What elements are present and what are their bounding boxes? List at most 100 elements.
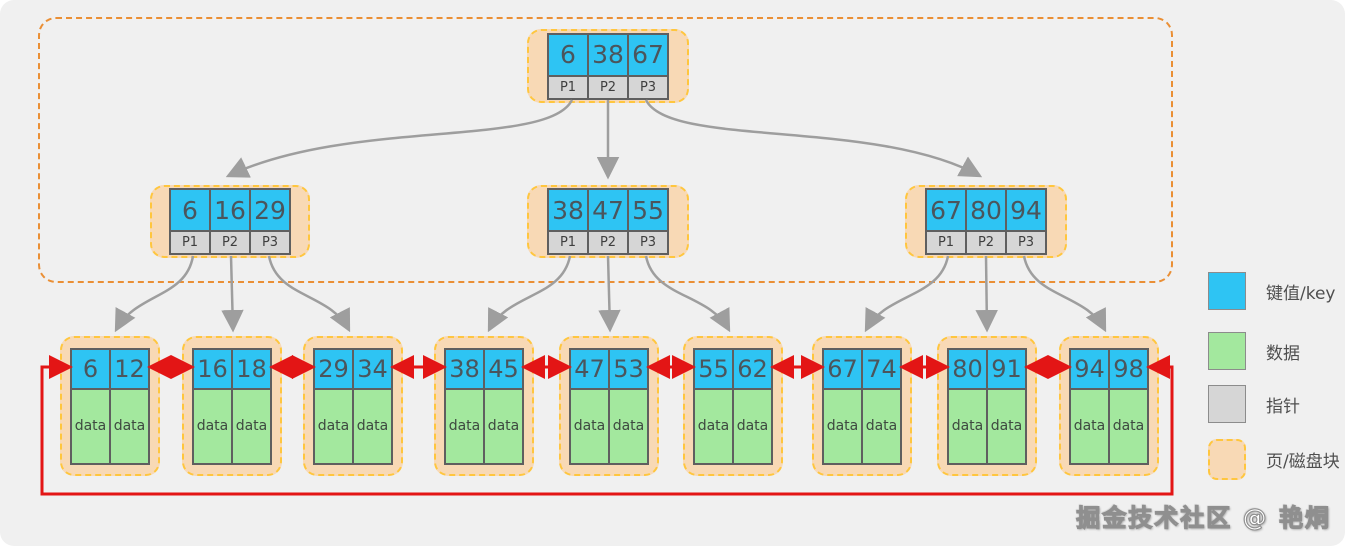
legend-item-page: 页/磁盘块 <box>1208 439 1340 480</box>
data-cell: data <box>483 387 524 465</box>
data-cell: data <box>192 387 233 465</box>
pointer-cell: P2 <box>209 230 251 255</box>
key-cell: 55 <box>693 347 734 390</box>
key-cell: 6 <box>169 188 211 232</box>
key-cell: 38 <box>587 32 629 77</box>
leaf-node-5: 47 53 data data <box>569 347 649 465</box>
data-cell: data <box>608 387 649 465</box>
data-cell: data <box>732 387 773 465</box>
legend-label: 数据 <box>1266 343 1300 364</box>
page-color-swatch <box>1208 439 1246 480</box>
root-page-block: 6 38 67 P1 P2 P3 <box>527 29 689 103</box>
internal-node-3: 67 80 94 P1 P2 P3 <box>925 188 1047 255</box>
key-cell: 74 <box>861 347 902 390</box>
key-cell: 12 <box>109 347 150 390</box>
key-cell: 98 <box>1108 347 1149 390</box>
pointer-cell: P1 <box>169 230 211 255</box>
key-cell: 62 <box>732 347 773 390</box>
pointer-cell: P3 <box>627 74 669 100</box>
key-cell: 67 <box>925 188 967 232</box>
pointer-cell: P1 <box>547 74 589 100</box>
data-cell: data <box>313 387 354 465</box>
pointer-cell: P3 <box>1005 230 1047 255</box>
leaf-page-block-1: 6 12 data data <box>60 336 160 476</box>
key-color-swatch <box>1208 272 1246 310</box>
key-cell: 6 <box>70 347 111 390</box>
data-cell: data <box>947 387 988 465</box>
key-cell: 16 <box>209 188 251 232</box>
key-cell: 55 <box>627 188 669 232</box>
upper-pages-group-border <box>38 17 1173 283</box>
legend-item-data: 数据 <box>1208 332 1300 370</box>
key-cell: 94 <box>1005 188 1047 232</box>
key-cell: 91 <box>986 347 1027 390</box>
internal-node-2: 38 47 55 P1 P2 P3 <box>547 188 669 255</box>
internal-page-block-3: 67 80 94 P1 P2 P3 <box>905 185 1067 258</box>
pointer-cell: P1 <box>925 230 967 255</box>
leaf-page-block-4: 38 45 data data <box>434 336 534 476</box>
data-cell: data <box>231 387 272 465</box>
internal-page-block-2: 38 47 55 P1 P2 P3 <box>527 185 689 258</box>
pointer-cell: P2 <box>587 230 629 255</box>
root-node: 6 38 67 P1 P2 P3 <box>547 32 669 100</box>
legend-label: 键值/key <box>1266 283 1336 304</box>
pointer-cell: P3 <box>627 230 669 255</box>
data-cell: data <box>1108 387 1149 465</box>
leaf-page-block-6: 55 62 data data <box>683 336 783 476</box>
key-cell: 6 <box>547 32 589 77</box>
leaf-node-9: 94 98 data data <box>1069 347 1149 465</box>
key-cell: 67 <box>822 347 863 390</box>
key-cell: 29 <box>313 347 354 390</box>
legend-label: 指针 <box>1266 396 1300 417</box>
data-cell: data <box>986 387 1027 465</box>
key-cell: 94 <box>1069 347 1110 390</box>
pointer-cell: P1 <box>547 230 589 255</box>
legend: 键值/key 数据 指针 页/磁盘块 <box>1208 0 1345 546</box>
key-cell: 38 <box>444 347 485 390</box>
key-cell: 45 <box>483 347 524 390</box>
legend-item-key: 键值/key <box>1208 272 1336 310</box>
data-cell: data <box>1069 387 1110 465</box>
leaf-page-block-2: 16 18 data data <box>182 336 282 476</box>
data-cell: data <box>693 387 734 465</box>
key-cell: 53 <box>608 347 649 390</box>
watermark-text: 掘金技术社区 @ 艳烔 <box>1076 503 1331 532</box>
key-cell: 18 <box>231 347 272 390</box>
legend-label: 页/磁盘块 <box>1266 452 1340 472</box>
leaf-node-2: 16 18 data data <box>192 347 272 465</box>
legend-item-pointer: 指针 <box>1208 385 1300 423</box>
key-cell: 38 <box>547 188 589 232</box>
leaf-node-4: 38 45 data data <box>444 347 524 465</box>
leaf-node-6: 55 62 data data <box>693 347 773 465</box>
leaf-node-8: 80 91 data data <box>947 347 1027 465</box>
data-color-swatch <box>1208 332 1246 370</box>
data-cell: data <box>569 387 610 465</box>
internal-page-block-1: 6 16 29 P1 P2 P3 <box>150 185 310 258</box>
data-cell: data <box>352 387 393 465</box>
data-cell: data <box>861 387 902 465</box>
leaf-node-3: 29 34 data data <box>313 347 393 465</box>
leaf-node-1: 6 12 data data <box>70 347 150 465</box>
leaf-page-block-5: 47 53 data data <box>559 336 659 476</box>
pointer-cell: P2 <box>965 230 1007 255</box>
data-cell: data <box>822 387 863 465</box>
key-cell: 67 <box>627 32 669 77</box>
key-cell: 34 <box>352 347 393 390</box>
leaf-page-block-3: 29 34 data data <box>303 336 403 476</box>
pointer-cell: P3 <box>249 230 291 255</box>
key-cell: 16 <box>192 347 233 390</box>
data-cell: data <box>109 387 150 465</box>
key-cell: 47 <box>569 347 610 390</box>
internal-node-1: 6 16 29 P1 P2 P3 <box>169 188 291 255</box>
leaf-node-7: 67 74 data data <box>822 347 902 465</box>
key-cell: 47 <box>587 188 629 232</box>
data-cell: data <box>70 387 111 465</box>
pointer-color-swatch <box>1208 385 1246 423</box>
key-cell: 29 <box>249 188 291 232</box>
leaf-page-block-9: 94 98 data data <box>1059 336 1159 476</box>
pointer-cell: P2 <box>587 74 629 100</box>
leaf-page-block-7: 67 74 data data <box>812 336 912 476</box>
leaf-page-block-8: 80 91 data data <box>937 336 1037 476</box>
key-cell: 80 <box>965 188 1007 232</box>
